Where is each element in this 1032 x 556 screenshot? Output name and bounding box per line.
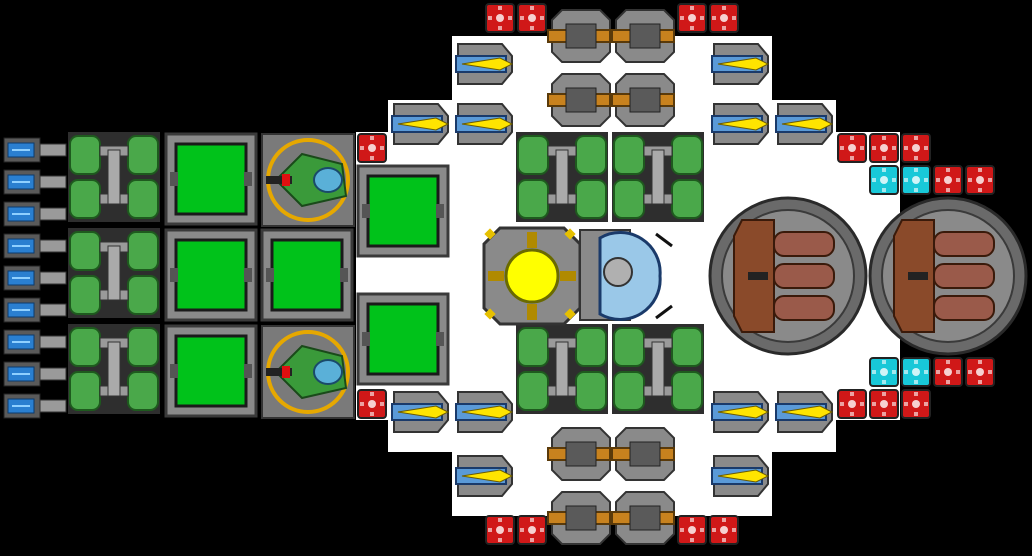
- cannon-icon[interactable]: [611, 427, 675, 481]
- laser-turret-icon[interactable]: [391, 391, 450, 433]
- ammo-box-icon[interactable]: [869, 133, 899, 163]
- ammo-box-icon[interactable]: [933, 357, 963, 387]
- cannon-icon[interactable]: [547, 73, 611, 127]
- missile-launcher-icon[interactable]: [868, 196, 1028, 356]
- power-module-icon[interactable]: [260, 228, 354, 322]
- cannon-icon[interactable]: [547, 9, 611, 63]
- ammo-box-icon[interactable]: [677, 515, 707, 545]
- thruster-icon[interactable]: [3, 393, 67, 419]
- ammo-box-icon[interactable]: [933, 165, 963, 195]
- thruster-icon[interactable]: [3, 137, 67, 163]
- shield-generator-icon[interactable]: [579, 229, 673, 321]
- power-module-icon[interactable]: [164, 132, 258, 226]
- thruster-icon[interactable]: [3, 329, 67, 355]
- ammo-box-icon[interactable]: [965, 165, 995, 195]
- power-module-icon[interactable]: [164, 228, 258, 322]
- power-module-icon[interactable]: [356, 164, 450, 258]
- ammo-box-icon[interactable]: [901, 133, 931, 163]
- fuel-tank-icon[interactable]: [612, 324, 704, 414]
- ammo-box-icon[interactable]: [677, 3, 707, 33]
- cannon-icon[interactable]: [611, 491, 675, 545]
- laser-turret-icon[interactable]: [391, 103, 450, 145]
- fuel-tank-icon[interactable]: [516, 132, 608, 222]
- ammo-box-icon[interactable]: [901, 389, 931, 419]
- reactor-core-icon[interactable]: [482, 226, 582, 326]
- cannon-icon[interactable]: [547, 427, 611, 481]
- thruster-icon[interactable]: [3, 361, 67, 387]
- drone-bay-icon[interactable]: [261, 133, 355, 227]
- drone-bay-icon[interactable]: [261, 325, 355, 419]
- ammo-box-icon[interactable]: [709, 515, 739, 545]
- ammo-box-icon[interactable]: [869, 357, 899, 387]
- ammo-box-icon[interactable]: [869, 389, 899, 419]
- laser-turret-icon[interactable]: [711, 455, 770, 497]
- cannon-icon[interactable]: [611, 73, 675, 127]
- ammo-box-icon[interactable]: [517, 515, 547, 545]
- power-module-icon[interactable]: [356, 292, 450, 386]
- laser-turret-icon[interactable]: [711, 391, 770, 433]
- laser-turret-icon[interactable]: [455, 43, 514, 85]
- thruster-icon[interactable]: [3, 201, 67, 227]
- ammo-box-icon[interactable]: [837, 389, 867, 419]
- ammo-box-icon[interactable]: [357, 389, 387, 419]
- laser-turret-icon[interactable]: [455, 103, 514, 145]
- power-module-icon[interactable]: [164, 324, 258, 418]
- laser-turret-icon[interactable]: [775, 103, 834, 145]
- thruster-icon[interactable]: [3, 297, 67, 323]
- fuel-tank-icon[interactable]: [612, 132, 704, 222]
- ammo-box-icon[interactable]: [357, 133, 387, 163]
- fuel-tank-icon[interactable]: [68, 228, 160, 318]
- ammo-box-icon[interactable]: [485, 515, 515, 545]
- laser-turret-icon[interactable]: [455, 455, 514, 497]
- ammo-box-icon[interactable]: [485, 3, 515, 33]
- ammo-box-icon[interactable]: [709, 3, 739, 33]
- ammo-box-icon[interactable]: [901, 165, 931, 195]
- laser-turret-icon[interactable]: [711, 103, 770, 145]
- ammo-box-icon[interactable]: [901, 357, 931, 387]
- ammo-box-icon[interactable]: [517, 3, 547, 33]
- laser-turret-icon[interactable]: [455, 391, 514, 433]
- cannon-icon[interactable]: [611, 9, 675, 63]
- fuel-tank-icon[interactable]: [68, 324, 160, 414]
- thruster-icon[interactable]: [3, 169, 67, 195]
- cannon-icon[interactable]: [547, 491, 611, 545]
- missile-launcher-icon[interactable]: [708, 196, 868, 356]
- laser-turret-icon[interactable]: [775, 391, 834, 433]
- fuel-tank-icon[interactable]: [68, 132, 160, 222]
- ammo-box-icon[interactable]: [837, 133, 867, 163]
- laser-turret-icon[interactable]: [711, 43, 770, 85]
- ammo-box-icon[interactable]: [965, 357, 995, 387]
- fuel-tank-icon[interactable]: [516, 324, 608, 414]
- ammo-box-icon[interactable]: [869, 165, 899, 195]
- thruster-icon[interactable]: [3, 233, 67, 259]
- thruster-icon[interactable]: [3, 265, 67, 291]
